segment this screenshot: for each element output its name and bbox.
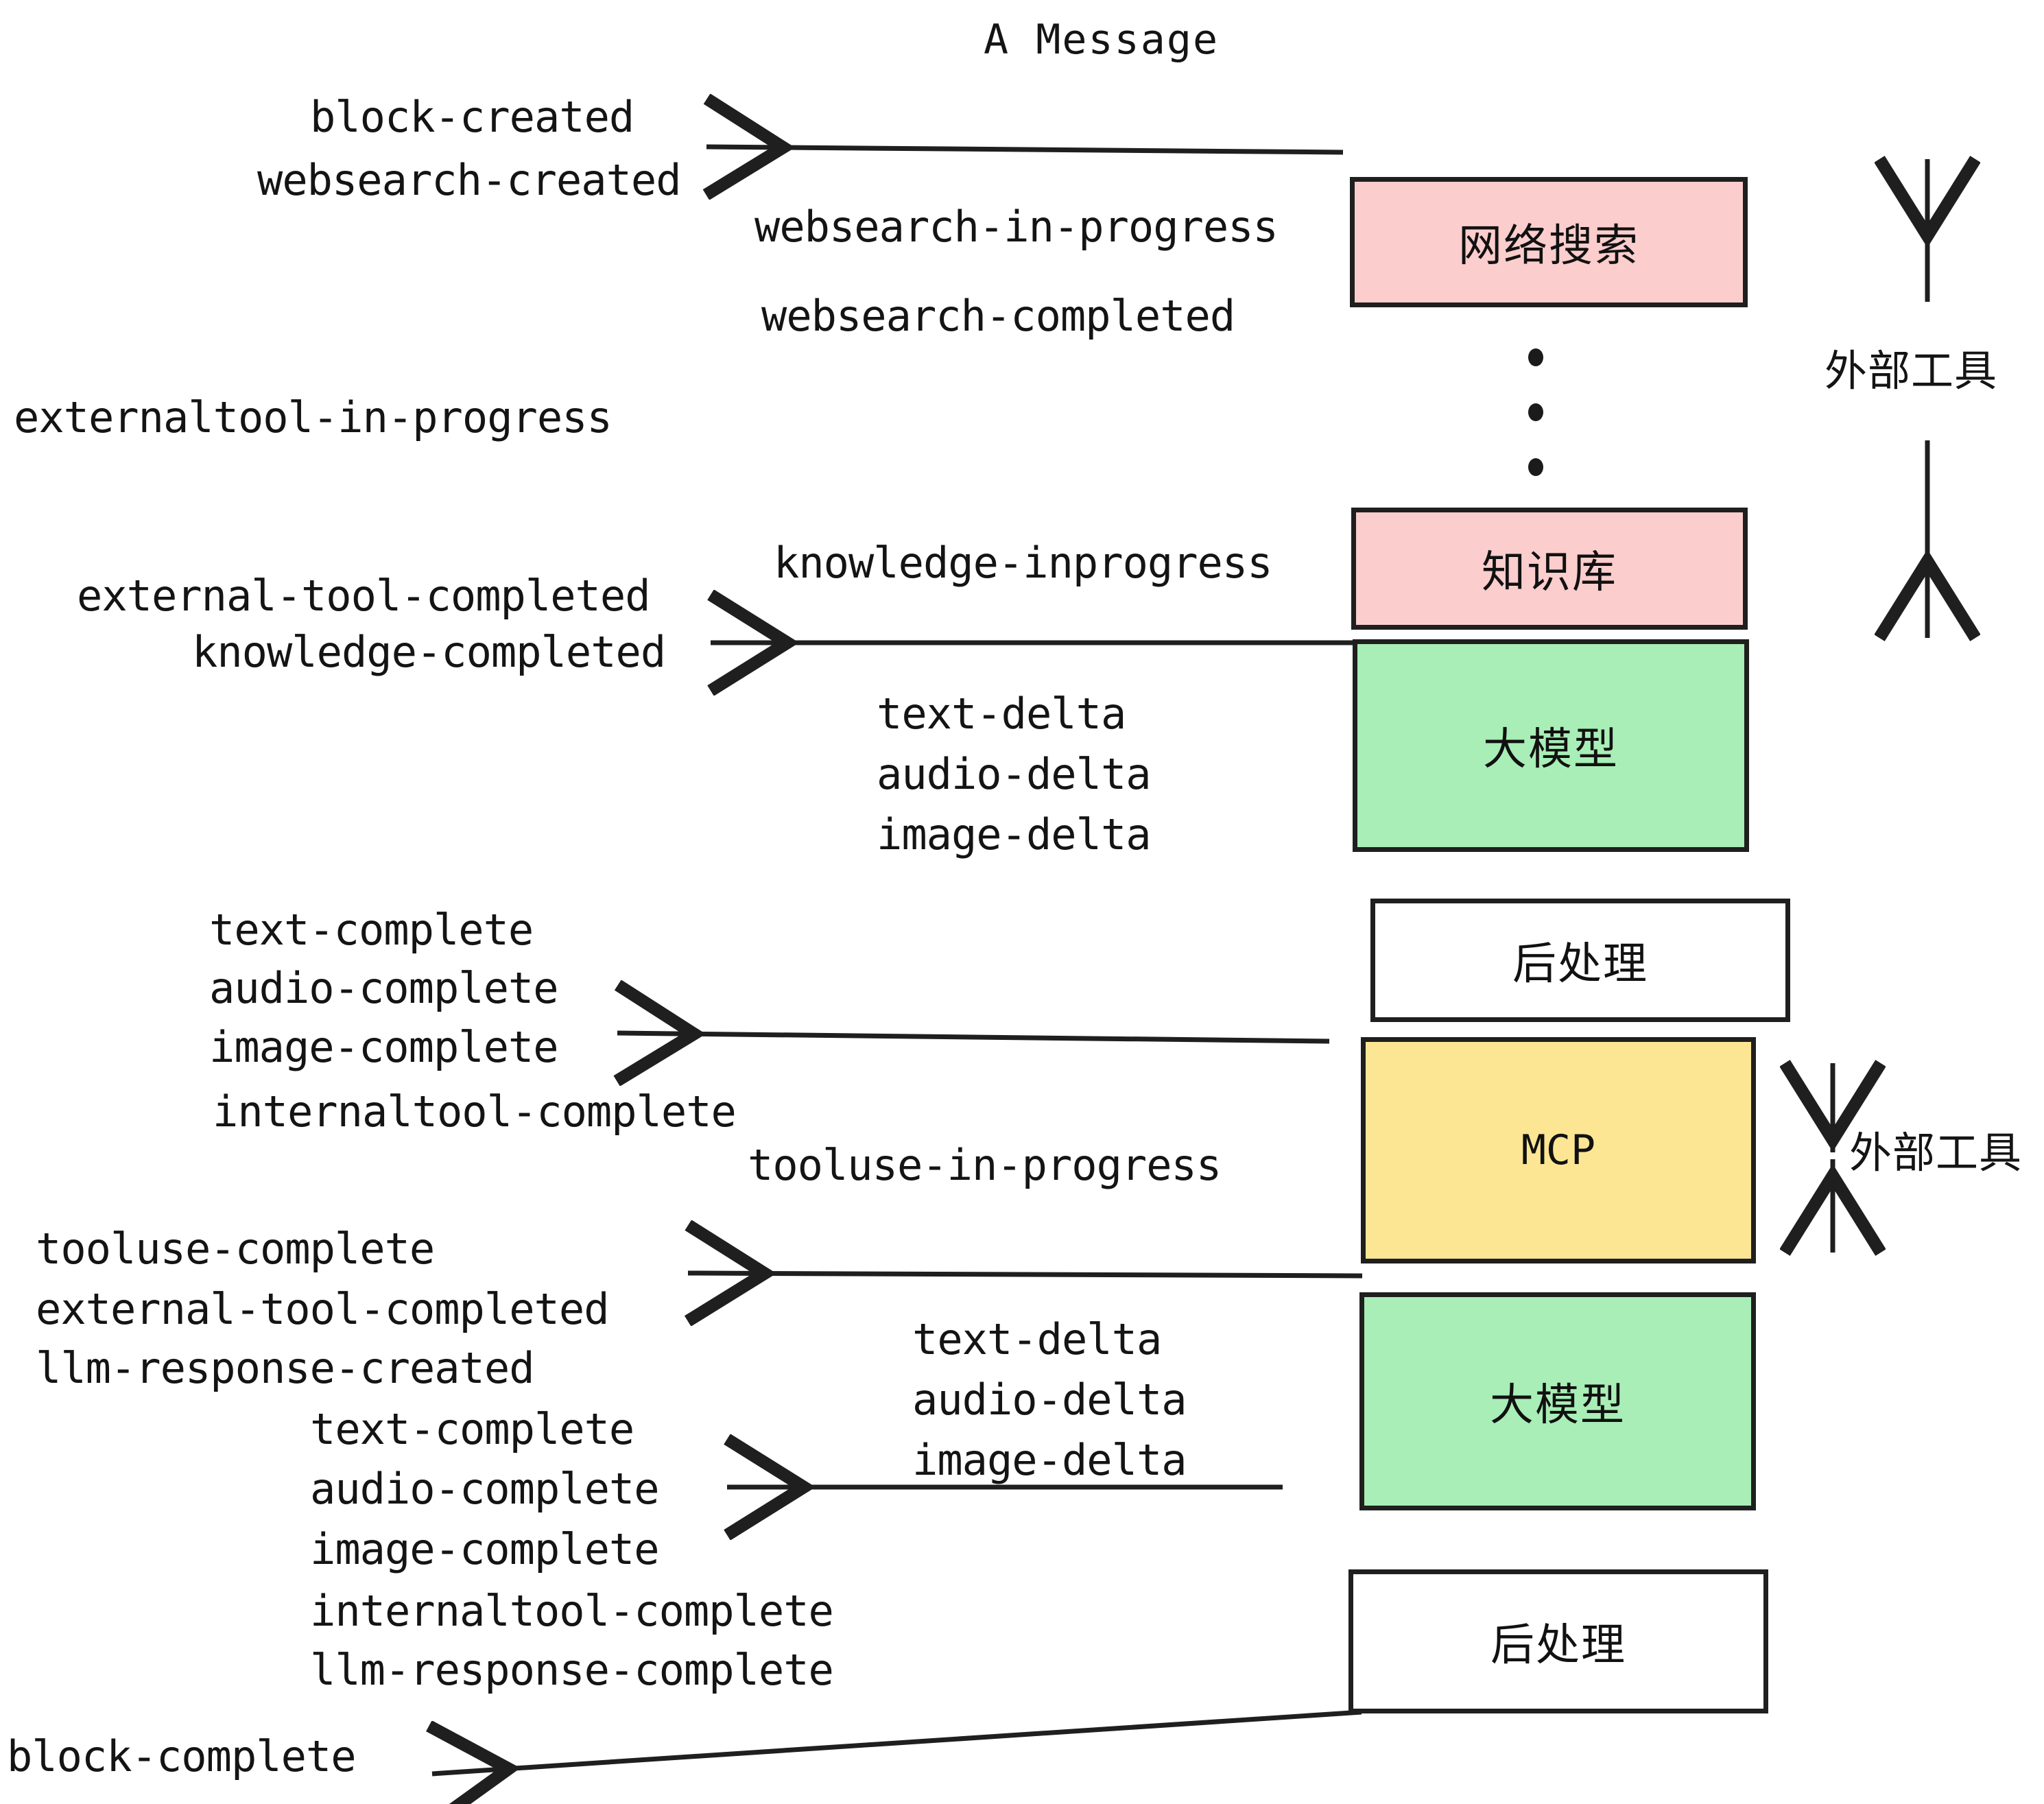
event-text-delta-1: text-delta <box>877 689 1126 739</box>
arrow-mcp-to-tooluse-complete <box>688 1273 1363 1276</box>
box-llm-1-label: 大模型 <box>1483 724 1619 775</box>
page-title: A Message <box>984 16 1220 64</box>
event-audio-delta-2: audio-delta <box>912 1375 1187 1425</box>
box-llm-2-label: 大模型 <box>1490 1380 1626 1431</box>
event-image-delta-2: image-delta <box>912 1435 1187 1485</box>
event-tooluse-complete: tooluse-complete <box>36 1224 435 1274</box>
side-label-external-tool-bottom: 外部工具 <box>1849 1128 2023 1178</box>
box-postprocess-1[interactable]: 后处理 <box>1370 899 1790 1022</box>
ellipsis-dot-3 <box>1528 458 1543 476</box>
event-audio-complete-2: audio-complete <box>310 1464 660 1514</box>
event-external-tool-completed-2: external-tool-completed <box>36 1284 610 1334</box>
ellipsis-dot-2 <box>1528 403 1543 421</box>
box-mcp-label: MCP <box>1521 1126 1596 1174</box>
event-externaltool-in-progress: externaltool-in-progress <box>14 392 613 442</box>
arrow-postprocess1-to-image-complete <box>617 1033 1330 1041</box>
event-websearch-completed: websearch-completed <box>761 291 1235 341</box>
event-image-complete-1: image-complete <box>209 1022 559 1072</box>
event-audio-complete-1: audio-complete <box>209 963 559 1013</box>
box-mcp[interactable]: MCP <box>1361 1037 1756 1263</box>
ellipsis-dot-1 <box>1528 348 1543 366</box>
event-external-tool-completed-1: external-tool-completed <box>77 571 651 621</box>
event-image-complete-2: image-complete <box>310 1524 660 1574</box>
box-llm-1[interactable]: 大模型 <box>1353 639 1749 852</box>
box-websearch-label: 网络搜索 <box>1458 221 1639 272</box>
event-text-complete-1: text-complete <box>209 905 534 955</box>
event-websearch-in-progress: websearch-in-progress <box>754 202 1279 252</box>
side-label-external-tool-top: 外部工具 <box>1825 346 1998 396</box>
event-tooluse-in-progress: tooluse-in-progress <box>748 1140 1222 1190</box>
event-knowledge-completed: knowledge-completed <box>192 627 666 677</box>
event-knowledge-inprogress: knowledge-inprogress <box>774 538 1273 588</box>
event-internaltool-complete-1: internaltool-complete <box>213 1087 737 1137</box>
box-postprocess-2[interactable]: 后处理 <box>1348 1569 1768 1713</box>
box-websearch[interactable]: 网络搜索 <box>1350 177 1748 307</box>
event-websearch-created: websearch-created <box>257 155 682 205</box>
event-image-delta-1: image-delta <box>877 809 1152 859</box>
box-knowledge[interactable]: 知识库 <box>1351 508 1748 630</box>
box-postprocess-1-label: 后处理 <box>1512 939 1648 990</box>
event-llm-response-created: llm-response-created <box>36 1343 535 1393</box>
event-text-delta-2: text-delta <box>912 1314 1162 1364</box>
event-block-complete: block-complete <box>7 1731 357 1781</box>
arrow-postprocess2-to-block-complete <box>432 1709 1362 1774</box>
event-text-complete-2: text-complete <box>310 1404 634 1454</box>
box-knowledge-label: 知识库 <box>1482 547 1617 598</box>
event-audio-delta-1: audio-delta <box>877 749 1152 799</box>
box-postprocess-2-label: 后处理 <box>1490 1620 1626 1671</box>
box-llm-2[interactable]: 大模型 <box>1359 1292 1756 1510</box>
event-internaltool-complete-2: internaltool-complete <box>310 1586 834 1636</box>
event-block-created: block-created <box>310 92 634 142</box>
arrow-websearch-to-created <box>706 147 1344 152</box>
event-llm-response-complete: llm-response-complete <box>310 1645 834 1695</box>
